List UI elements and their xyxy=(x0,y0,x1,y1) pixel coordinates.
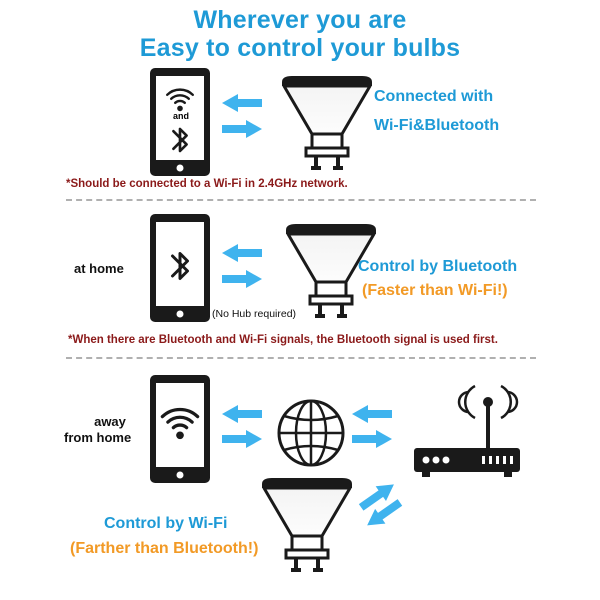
caption-bluetooth-line-2: (Faster than Wi-Fi!) xyxy=(362,282,508,299)
location-away-line-1: away xyxy=(94,414,126,429)
phone-and-label: and xyxy=(172,111,189,121)
location-at-home: at home xyxy=(74,261,124,276)
caption-wifi-line-1: Control by Wi-Fi xyxy=(104,515,228,532)
arrow-left-icon xyxy=(352,405,392,423)
arrow-left-icon xyxy=(222,244,262,262)
globe-icon xyxy=(277,399,345,467)
smartphone-icon xyxy=(150,214,210,322)
arrow-right-icon xyxy=(222,120,262,138)
warning-bluetooth-priority: *When there are Bluetooth and Wi-Fi sign… xyxy=(68,334,498,346)
bulb-icon xyxy=(280,74,374,172)
smartphone-icon xyxy=(150,375,210,483)
bulb-icon xyxy=(260,476,354,574)
smartphone-icon xyxy=(150,68,210,176)
arrow-right-icon xyxy=(222,270,262,288)
arrow-right-icon xyxy=(222,430,262,448)
header-line-1: Wherever you are xyxy=(193,6,407,34)
arrow-right-icon xyxy=(352,430,392,448)
arrow-left-icon xyxy=(222,94,262,112)
header-line-2: Easy to control your bulbs xyxy=(139,34,461,62)
arrow-left-icon xyxy=(222,405,262,423)
router-icon xyxy=(414,384,520,477)
hub-note: (No Hub required) xyxy=(212,308,297,320)
warning-2ghz: *Should be connected to a Wi-Fi in 2.4GH… xyxy=(66,178,348,190)
divider xyxy=(66,199,536,201)
divider xyxy=(66,357,536,359)
caption-connected-line-2: Wi-Fi&Bluetooth xyxy=(374,117,500,134)
caption-bluetooth-line-1: Control by Bluetooth xyxy=(358,258,518,275)
caption-connected-line-1: Connected with xyxy=(374,88,494,105)
arrow-diagonal-down-icon xyxy=(362,495,406,533)
caption-wifi-line-2: (Farther than Bluetooth!) xyxy=(70,540,259,557)
location-away-line-2: from home xyxy=(64,430,132,445)
